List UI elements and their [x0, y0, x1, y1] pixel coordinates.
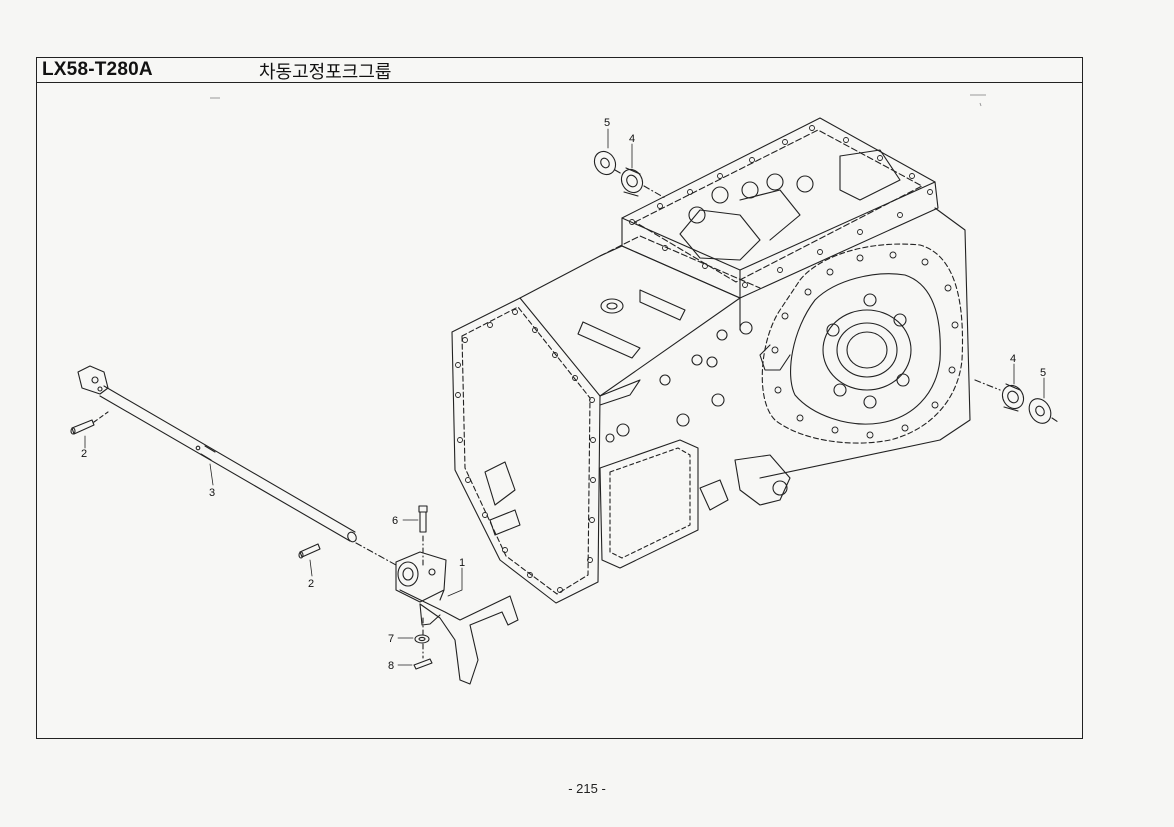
callout-6: 6	[392, 515, 398, 527]
cotter-pin-part-8	[413, 658, 433, 670]
transmission-housing	[451, 117, 971, 604]
shift-fork-part-1	[395, 551, 519, 685]
page-number: - 215 -	[568, 781, 606, 796]
part-code: LX58-T280A	[42, 59, 153, 80]
spring-pin-part-2-upper	[70, 419, 95, 435]
callout-5-upper: 5	[604, 117, 610, 129]
spring-pin-part-2-lower	[298, 543, 321, 559]
callout-5-right: 5	[1040, 367, 1046, 379]
bolt-part-6	[418, 505, 428, 533]
right-washer-part-5	[1028, 398, 1052, 424]
upper-bearing-part-4	[620, 167, 644, 197]
shift-rod-part-3	[77, 365, 357, 543]
part-group-title: 차동고정포크그룹	[259, 62, 392, 83]
callout-4-right: 4	[1010, 353, 1016, 365]
callout-4-upper: 4	[629, 133, 635, 145]
callout-2-lower: 2	[308, 578, 314, 590]
callout-2-upper: 2	[81, 448, 87, 460]
callout-7: 7	[388, 633, 394, 645]
callout-8: 8	[388, 660, 394, 672]
right-bearing-part-4	[1001, 383, 1025, 412]
callout-1: 1	[459, 557, 465, 569]
washer-part-7	[414, 634, 430, 644]
callout-3: 3	[209, 487, 215, 499]
header-bar: LX58-T280A 차동고정포크그룹	[37, 58, 1082, 83]
upper-washer-part-5	[593, 150, 617, 176]
drawing-frame: LX58-T280A 차동고정포크그룹	[36, 57, 1083, 739]
